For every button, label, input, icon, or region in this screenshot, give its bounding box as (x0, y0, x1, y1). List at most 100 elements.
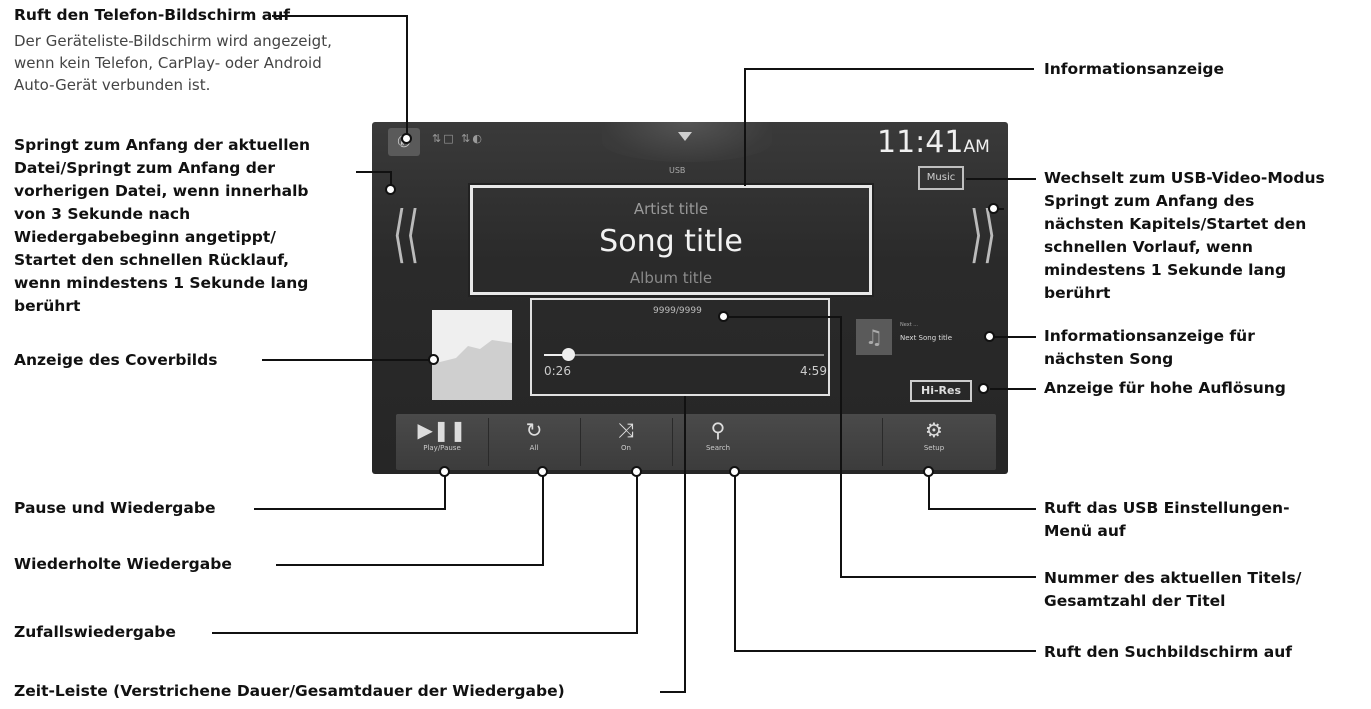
annotation-track-number-1: Nummer des aktuellen Titels/ (1044, 569, 1302, 587)
track-number: 9999/9999 (653, 306, 702, 316)
annotation-cover: Anzeige des Coverbilds (14, 351, 218, 369)
search-label: Search (705, 444, 731, 452)
music-note-icon: ♫ (856, 319, 892, 355)
source-tab[interactable] (602, 122, 772, 162)
bottom-bar (396, 414, 996, 470)
divider (488, 418, 489, 466)
leader-dot (401, 133, 412, 144)
leader-line (212, 632, 638, 634)
leader-line (724, 316, 842, 318)
artist-title: Artist title (633, 200, 709, 218)
song-title: Song title (599, 224, 743, 259)
leader-line (444, 474, 446, 510)
next-song-caption: Next ... (900, 322, 919, 328)
progress-knob[interactable] (562, 348, 576, 361)
leader-line (990, 388, 1036, 390)
annotation-next-2: nächsten Kapitels/Startet den (1044, 215, 1307, 233)
album-title: Album title (629, 269, 713, 287)
play-pause-label: Play/Pause (423, 444, 461, 452)
leader-line (390, 171, 392, 187)
cover-art-image (432, 340, 512, 400)
annotation-prev-7: wenn mindestens 1 Sekunde lang (14, 274, 309, 292)
previous-track-icon[interactable]: ⟨⟨ (392, 197, 420, 270)
gear-icon: ⚙ (925, 418, 943, 442)
chevron-down-icon[interactable] (678, 132, 692, 141)
annotation-setup-2: Menü auf (1044, 522, 1126, 540)
annotation-phone-desc-2: wenn kein Telefon, CarPlay- oder Android (14, 54, 322, 72)
leader-dot (537, 466, 548, 477)
leader-line (990, 336, 1036, 338)
leader-dot (439, 466, 450, 477)
progress-track[interactable] (544, 354, 824, 356)
annotation-next-5: berührt (1044, 284, 1111, 302)
shuffle-button[interactable]: ⤨ On (580, 414, 672, 470)
next-track-icon[interactable]: ⟩⟩ (969, 197, 997, 270)
annotation-info: Informationsanzeige (1044, 60, 1225, 78)
annotation-video-mode: Wechselt zum USB-Video-Modus (1044, 169, 1325, 187)
setup-label: Setup (923, 444, 945, 452)
annotation-timebar: Zeit-Leiste (Verstrichene Dauer/Gesamtda… (14, 682, 565, 700)
progress-fill (544, 354, 569, 356)
annotation-prev-5: Wiedergabebeginn angetippt/ (14, 228, 276, 246)
repeat-button[interactable]: ↻ All (488, 414, 580, 470)
divider (672, 418, 673, 466)
annotation-hires: Anzeige für hohe Auflösung (1044, 379, 1286, 397)
leader-line (744, 68, 746, 186)
leader-dot (923, 466, 934, 477)
leader-line (272, 15, 408, 17)
clock-ampm: AM (963, 137, 990, 157)
timebar-highlight (530, 298, 830, 396)
annotation-prev-2: Datei/Springt zum Anfang der (14, 159, 275, 177)
leader-line (254, 508, 446, 510)
divider (882, 418, 883, 466)
annotation-shuffle: Zufallswiedergabe (14, 623, 176, 641)
annotation-prev-4: von 3 Sekunde nach (14, 205, 191, 223)
leader-line (406, 15, 408, 139)
leader-line (636, 474, 638, 634)
annotation-prev-6: Startet den schnellen Rücklauf, (14, 251, 290, 269)
divider (580, 418, 581, 466)
time-elapsed: 0:26 (544, 364, 571, 378)
setup-button[interactable]: ⚙ Setup (888, 414, 980, 470)
search-button[interactable]: ⚲ Search (672, 414, 764, 470)
leader-dot (718, 311, 729, 322)
leader-line (966, 178, 1036, 180)
play-pause-button[interactable]: ▶❚❚ Play/Pause (396, 414, 488, 470)
annotation-phone-title: Ruft den Telefon-Bildschirm auf (14, 6, 290, 24)
annotation-next-song-1: Informationsanzeige für (1044, 327, 1255, 345)
leader-line (744, 68, 1034, 70)
annotation-next-song-2: nächsten Song (1044, 350, 1174, 368)
cover-art (432, 310, 512, 400)
play-pause-icon: ▶❚❚ (417, 418, 467, 442)
leader-line (276, 564, 544, 566)
leader-line (684, 396, 686, 693)
annotation-next-4: mindestens 1 Sekunde lang (1044, 261, 1287, 279)
leader-line (262, 359, 432, 361)
next-song-title: Next Song title (900, 334, 953, 342)
annotation-search: Ruft den Suchbildschirm auf (1044, 643, 1292, 661)
annotation-play-pause: Pause und Wiedergabe (14, 499, 216, 517)
music-mode-button[interactable]: Music (918, 166, 964, 190)
leader-line (734, 650, 1036, 652)
annotation-track-number-2: Gesamtzahl der Titel (1044, 592, 1226, 610)
repeat-label: All (529, 444, 539, 452)
time-total: 4:59 (800, 364, 827, 378)
leader-line (930, 508, 1036, 510)
leader-dot (631, 466, 642, 477)
annotation-next-1: Springt zum Anfang des (1044, 192, 1255, 210)
annotation-prev-1: Springt zum Anfang der aktuellen (14, 136, 311, 154)
annotation-next-3: schnellen Vorlauf, wenn (1044, 238, 1253, 256)
leader-line (356, 171, 392, 173)
leader-line (840, 316, 842, 578)
shuffle-icon: ⤨ (618, 418, 634, 442)
info-display (468, 183, 874, 297)
annotation-prev-8: berührt (14, 297, 81, 315)
search-icon: ⚲ (710, 418, 726, 442)
annotation-repeat: Wiederholte Wiedergabe (14, 555, 232, 573)
leader-line (840, 576, 1036, 578)
leader-line (542, 474, 544, 566)
leader-line (928, 474, 930, 510)
clock: 11:41AM (877, 125, 990, 160)
annotation-setup-1: Ruft das USB Einstellungen- (1044, 499, 1290, 517)
shuffle-label: On (621, 444, 631, 452)
